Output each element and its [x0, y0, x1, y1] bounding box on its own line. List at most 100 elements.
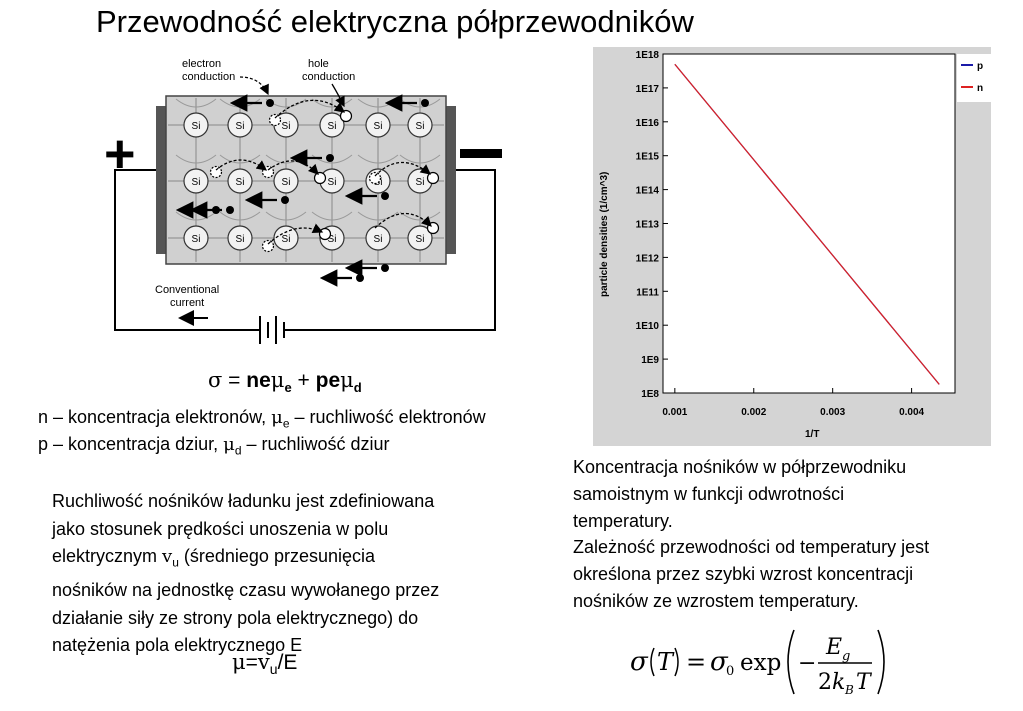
hole-circle — [209, 165, 223, 179]
series-line-n — [674, 63, 940, 385]
hole-hop-arrow — [374, 161, 432, 177]
mobility-line-3-a: elektrycznym — [52, 546, 163, 566]
electron-dot — [326, 154, 334, 162]
x-tick-label: 0.003 — [820, 407, 845, 418]
drift-velocity-symbol: v — [162, 546, 173, 567]
hole-conduction-label-1: hole — [308, 58, 329, 70]
definition-1-text-a: n – koncentracja elektronów, — [38, 407, 272, 427]
silicon-atoms: SiSiSiSiSiSiSiSiSiSiSiSiSiSiSiSiSiSi — [183, 112, 433, 251]
y-tick-label: 1E18 — [636, 50, 660, 61]
electron-dot — [381, 264, 389, 272]
formula-two: 2 — [818, 670, 832, 695]
p-e-term: pe — [315, 369, 341, 392]
x-tick-label: 0.004 — [899, 407, 924, 418]
mobility-line-6: natężenia pola elektrycznego E — [52, 635, 303, 656]
mobility-v: v — [257, 650, 270, 674]
hole-conduction-label-2: conduction — [302, 71, 355, 83]
mobility-line-5: działanie siły ze strony pola elektryczn… — [52, 607, 419, 628]
circuit-wire-left — [114, 169, 250, 331]
hole-circle — [426, 171, 440, 185]
electron-dot — [281, 196, 289, 204]
electron-conduction-label-2: conduction — [182, 71, 235, 83]
mobility-line-3-b: (średniego przesunięcia — [178, 546, 376, 566]
legend-box — [957, 54, 991, 102]
hole-hop-arrow — [267, 160, 319, 175]
definition-2-text-b: – ruchliwość dziur — [241, 434, 390, 454]
silicon-atom: Si — [183, 112, 209, 138]
hole-hop-arrow — [267, 223, 324, 245]
y-axis-ticks: 1E81E91E101E111E121E131E141E151E161E171E… — [636, 50, 668, 400]
y-tick-label: 1E12 — [636, 253, 660, 264]
legend-label-n: n — [977, 83, 983, 94]
formula-paren-open — [650, 647, 655, 677]
formula-T: T — [657, 648, 675, 676]
y-axis-label: particle densities (1/cm^3) — [599, 172, 610, 297]
silicon-atom: Si — [227, 168, 253, 194]
formula-sigma0: σ — [710, 647, 729, 677]
svg-text:Si: Si — [282, 177, 291, 188]
definition-electrons: n – koncentracja elektronów, μe – ruchli… — [38, 407, 486, 431]
chart-series — [674, 63, 940, 385]
silicon-atom: Si — [227, 112, 253, 138]
silicon-atom: Si — [365, 225, 391, 251]
chart-svg: 1E81E91E101E111E121E131E141E151E161E171E… — [599, 50, 991, 440]
silicon-atom: Si — [183, 168, 209, 194]
hole-circle — [339, 109, 353, 123]
electron-dot — [421, 99, 429, 107]
mu-d-symbol: μ — [340, 368, 354, 392]
caption-line-4: Zależność przewodności od temperatury je… — [573, 537, 930, 558]
hole-circle — [318, 227, 332, 241]
caption-line-2: samoistnym w funkcji odwrotności — [573, 483, 845, 504]
definition-2-sub: d — [234, 443, 242, 458]
electron-dot — [356, 274, 364, 282]
x-axis-label: 1/T — [805, 429, 819, 440]
svg-text:Si: Si — [416, 121, 425, 132]
silicon-crystal — [165, 95, 447, 265]
svg-text:Si: Si — [192, 177, 201, 188]
hole-label-pointer — [331, 83, 345, 108]
y-tick-label: 1E17 — [636, 84, 660, 95]
battery-icon — [250, 316, 300, 344]
y-tick-label: 1E15 — [636, 152, 660, 163]
svg-text:Si: Si — [374, 121, 383, 132]
legend-label-p: p — [977, 61, 983, 72]
y-tick-label: 1E13 — [636, 220, 660, 231]
formula-minus: − — [798, 651, 816, 676]
mobility-line-3: elektrycznym vu (średniego przesunięcia — [52, 543, 572, 577]
plus-sign: + — [291, 369, 316, 392]
temperature-conductivity-formula: σ T = σ 0 exp − E g 2 k B T — [630, 629, 885, 697]
left-electrode — [156, 106, 166, 254]
hole-circle — [313, 171, 327, 185]
mobility-v-subscript: u — [269, 661, 278, 678]
caption-line-6: nośników ze wzrostem temperatury. — [573, 590, 859, 611]
plot-area — [662, 53, 956, 394]
caption-line-3: temperatury. — [573, 510, 673, 531]
hole-circle — [368, 171, 382, 185]
formula-k: k — [832, 670, 845, 695]
electron-dot — [226, 206, 234, 214]
y-tick-label: 1E9 — [641, 355, 659, 366]
silicon-atom: Si — [365, 112, 391, 138]
definition-1-text-b: – ruchliwość elektronów — [289, 407, 486, 427]
drift-velocity-subscript: u — [172, 555, 179, 570]
mobility-line-4: nośników na jednostkę czasu wywołanego p… — [52, 580, 440, 601]
svg-text:Si: Si — [416, 234, 425, 245]
definition-1-mu: μ — [271, 407, 283, 428]
svg-text:Si: Si — [282, 121, 291, 132]
y-tick-label: 1E11 — [636, 287, 659, 298]
y-tick-label: 1E16 — [636, 118, 660, 129]
silicon-atom: Si — [407, 112, 433, 138]
electron-label-pointer — [239, 76, 269, 96]
n-e-term: ne — [246, 369, 271, 392]
x-tick-label: 0.001 — [662, 407, 687, 418]
formula-sigma0-subscript: 0 — [726, 664, 734, 679]
hole-circle — [268, 113, 282, 127]
mobility-paragraph: Ruchliwość nośników ładunku jest zdefini… — [52, 488, 572, 660]
silicon-atom: Si — [407, 225, 433, 251]
positive-terminal-sign: + — [104, 124, 136, 184]
mu-e-subscript: e — [284, 380, 292, 396]
chart-caption: Koncentracja nośników w półprzewodniku s… — [573, 454, 1018, 615]
